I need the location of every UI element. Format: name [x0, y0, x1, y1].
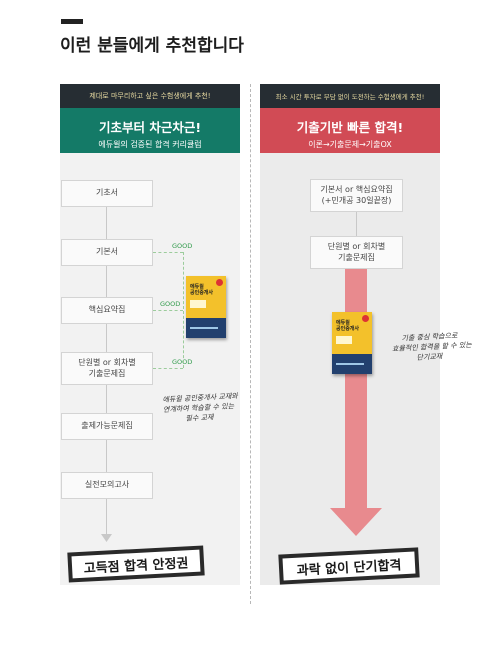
- left-subline: 에듀윌의 검증된 합격 커리큘럼: [98, 140, 202, 149]
- step-textbook-label: 기본서: [95, 247, 119, 257]
- book-badge-icon: [216, 279, 223, 286]
- step-mock-test-label: 실전모의고사: [84, 480, 130, 490]
- left-note: 에듀윌 공인중개사 교재와 연계하여 학습할 수 있는 필수 교재: [162, 391, 239, 425]
- left-tagline: 제대로 마무리하고 싶은 수험생에게 추천!: [60, 84, 240, 108]
- right-book-title-1: 에듀윌: [336, 320, 350, 326]
- step-predicted-label: 출제가능문제집: [81, 421, 133, 431]
- book-cover-stripe: [190, 327, 218, 329]
- left-header: 기초부터 차근차근! 에듀윌의 검증된 합격 커리큘럼: [60, 108, 240, 153]
- center-divider: [250, 84, 251, 604]
- book-cover-box-right: [336, 336, 352, 344]
- right-note: 기출 중심 학습으로 효율적인 합격을 할 수 있는 단기교재: [391, 330, 472, 365]
- step-summary: 핵심요약집: [61, 297, 153, 324]
- book-cover-stripe-right: [336, 363, 364, 365]
- right-step-textbook-label-2: (+민개공 30일끝장): [321, 195, 392, 205]
- page-title: 이런 분들에게 추천합니다: [60, 36, 244, 56]
- step-predicted: 출제가능문제집: [61, 413, 153, 440]
- left-book-image: 에듀윌 공인중개사: [186, 276, 226, 338]
- good-label-1: GOOD: [172, 242, 193, 250]
- left-book-title: 에듀윌 공인중개사: [190, 284, 213, 296]
- step-textbook: 기본서: [61, 239, 153, 266]
- right-headline: 기출기반 빠른 합격!: [296, 120, 404, 135]
- title-accent-bar: [61, 19, 83, 24]
- right-step-connector: [356, 212, 357, 236]
- step-summary-label: 핵심요약집: [88, 305, 126, 315]
- right-step-past-exam-label-2: 기출문제집: [338, 252, 375, 262]
- right-book-title: 에듀윌 공인중개사: [336, 320, 359, 332]
- book-badge-icon-right: [362, 315, 369, 322]
- good-label-2: GOOD: [160, 300, 181, 308]
- right-header: 기출기반 빠른 합격! 이론→기출문제→기출OX: [260, 108, 440, 153]
- right-step-textbook-label-1: 기본서 or 핵심요약집: [320, 185, 393, 195]
- right-subline: 이론→기출문제→기출OX: [308, 140, 392, 149]
- left-book-title-1: 에듀윌: [190, 284, 204, 290]
- good-connector-3: [153, 368, 183, 369]
- good-label-3: GOOD: [172, 358, 193, 366]
- step-basics: 기초서: [61, 180, 153, 207]
- step-mock-test: 실전모의고사: [61, 472, 153, 499]
- right-book-image: 에듀윌 공인중개사: [332, 312, 372, 374]
- step-past-exam: 단원별 or 회차별 기출문제집: [61, 352, 153, 385]
- left-book-title-2: 공인중개사: [190, 290, 214, 296]
- good-connector-1: [153, 252, 183, 253]
- right-big-arrowhead: [330, 508, 382, 536]
- left-headline: 기초부터 차근차근!: [98, 120, 202, 135]
- right-tagline: 최소 시간 투자로 부담 없이 도전하는 수험생에게 추천!: [260, 84, 440, 108]
- step-past-exam-label-2: 기출문제집: [88, 368, 126, 378]
- left-flow-arrowhead: [101, 534, 112, 542]
- good-connector-vertical: [183, 252, 184, 368]
- step-basics-label: 기초서: [95, 188, 119, 198]
- right-big-arrow-shaft: [345, 265, 367, 510]
- right-step-past-exam-label-1: 단원별 or 회차별: [327, 242, 386, 252]
- book-cover-box: [190, 300, 206, 308]
- right-book-title-2: 공인중개사: [336, 326, 360, 332]
- step-past-exam-label-1: 단원별 or 회차별: [78, 358, 136, 368]
- right-step-textbook: 기본서 or 핵심요약집 (+민개공 30일끝장): [310, 179, 403, 212]
- good-connector-2: [153, 310, 183, 311]
- right-step-past-exam: 단원별 or 회차별 기출문제집: [310, 236, 403, 269]
